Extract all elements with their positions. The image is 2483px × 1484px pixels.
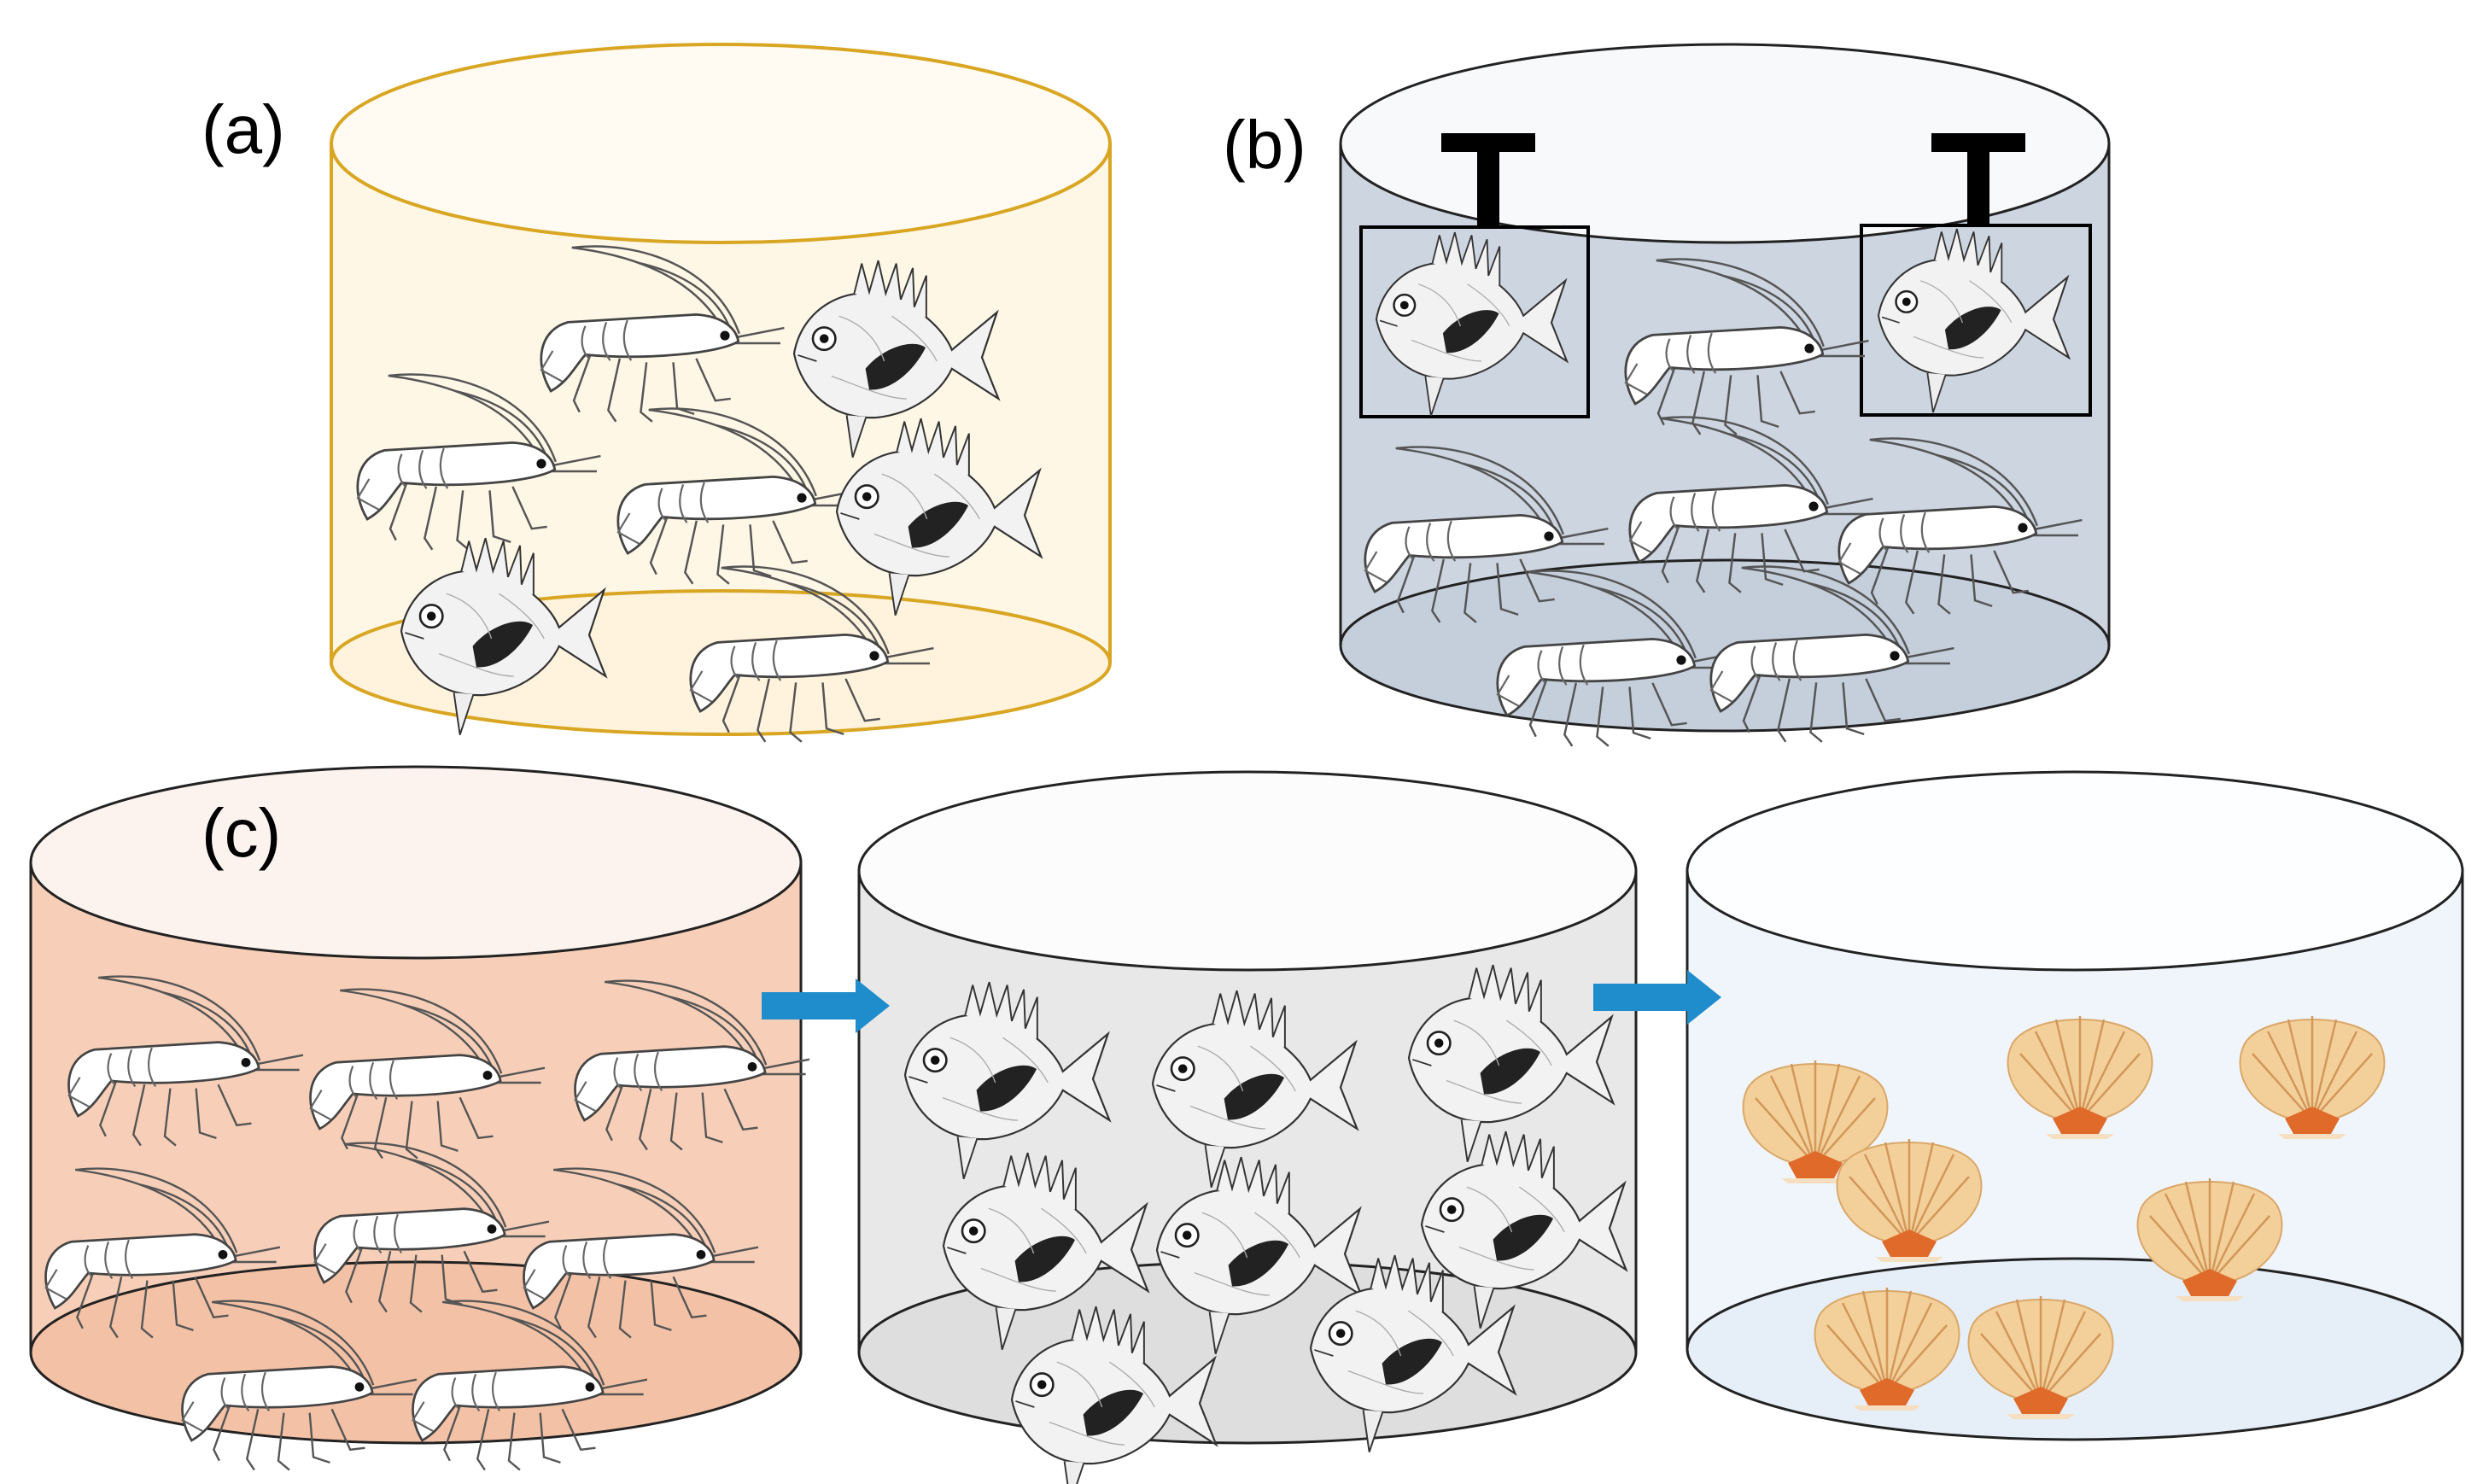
tank-c1-top [29, 765, 803, 960]
tank-c3-top [1686, 770, 2464, 972]
tank-c1 [29, 765, 811, 1471]
fish-cage-right [1860, 224, 2092, 417]
panel-label-b: (b) [1223, 107, 1306, 183]
tank-c2 [857, 770, 1638, 1484]
tank-c3 [1686, 770, 2464, 1441]
t-hanger-icon [1441, 133, 1535, 227]
tank-a-top [330, 43, 1112, 244]
fish-cage-left [1359, 225, 1590, 418]
tank-a [330, 43, 1112, 744]
t-hanger-icon [1931, 133, 2025, 225]
tank-b-top [1339, 43, 2111, 244]
tank-b [1339, 43, 2111, 748]
tank-c2-top [857, 770, 1638, 972]
panel-label-a: (a) [202, 91, 285, 167]
panel-label-c: (c) [202, 795, 282, 871]
